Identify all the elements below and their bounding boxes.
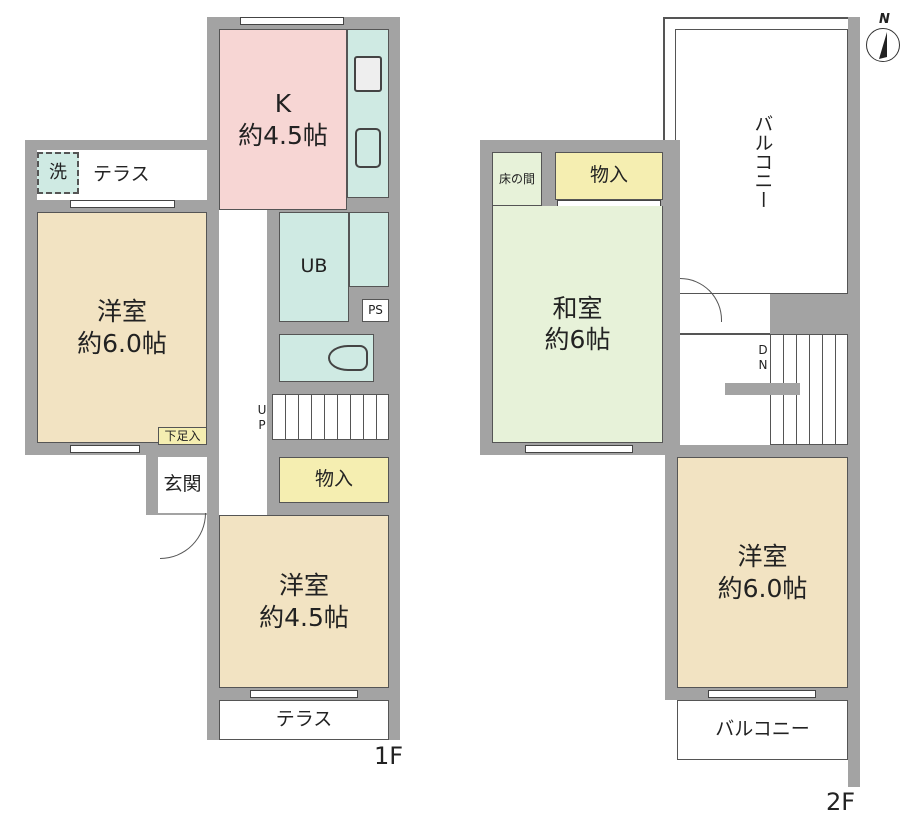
washer-space: 洗 (37, 152, 79, 194)
floor-label-1f: 1F (374, 742, 404, 770)
stairs-up-label: U P (256, 403, 268, 433)
stairs-dir-2: P (258, 418, 266, 432)
kitchen-room: K 約4.5帖 (219, 29, 347, 210)
room-size: 約6帖 (544, 325, 611, 354)
window (708, 690, 816, 698)
room-size: 約4.5帖 (238, 120, 328, 150)
sink-icon (355, 128, 381, 168)
room-name: 洋室 (96, 297, 147, 327)
compass-north-label: N (879, 12, 890, 27)
room-name: K (274, 89, 292, 119)
room-name: 洋室 (278, 571, 329, 601)
shoe-storage: 下足入 (158, 427, 207, 445)
terrace-top: 洗 テラス (37, 150, 207, 200)
pipe-space: PS (362, 299, 389, 322)
stairs-dir-1: D (758, 343, 768, 357)
room-name: テラス (93, 163, 150, 186)
window (70, 200, 175, 208)
balcony-bottom: バルコニー (677, 700, 848, 760)
stairs-1f[interactable] (272, 394, 389, 440)
entrance: 玄関 (158, 457, 207, 513)
stairs-down-label: D N (757, 343, 769, 373)
toilet-room (279, 334, 374, 382)
alcove: 床の間 (492, 152, 542, 206)
room-size: 約6.0帖 (77, 328, 167, 358)
compass-icon (866, 28, 900, 62)
window (525, 445, 633, 453)
terrace-bottom: テラス (219, 700, 389, 740)
window (240, 17, 344, 25)
room-name: UB (300, 255, 328, 278)
bathtub-icon (349, 212, 389, 287)
japanese-room: 和室 約6帖 (492, 206, 663, 443)
1f-hallway (219, 210, 267, 515)
stairs-dir-2: N (758, 358, 768, 372)
2f-wall-balcony (770, 294, 848, 334)
western-room-2f: 洋室 約6.0帖 (677, 457, 848, 688)
western-room-a: 洋室 約6.0帖 (37, 212, 207, 443)
stairs-wall (725, 383, 800, 395)
closet-2f: 物入 (555, 152, 663, 200)
balcony-top: バルコニー (675, 29, 848, 294)
room-name: 和室 (552, 293, 603, 323)
toilet-icon (328, 345, 368, 371)
bathroom: UB (279, 212, 349, 322)
closet-1f: 物入 (279, 457, 389, 503)
window (70, 445, 140, 453)
room-name: 洋室 (737, 542, 788, 572)
room-size: 約4.5帖 (259, 602, 349, 632)
stove-icon (354, 56, 382, 92)
western-room-b: 洋室 約4.5帖 (219, 515, 389, 688)
window (250, 690, 358, 698)
kitchen-counter (347, 29, 389, 198)
room-size: 約6.0帖 (717, 573, 808, 603)
stairs-dir-1: U (257, 403, 267, 417)
entrance-door[interactable] (160, 513, 206, 559)
floor-label-2f: 2F (826, 788, 856, 816)
